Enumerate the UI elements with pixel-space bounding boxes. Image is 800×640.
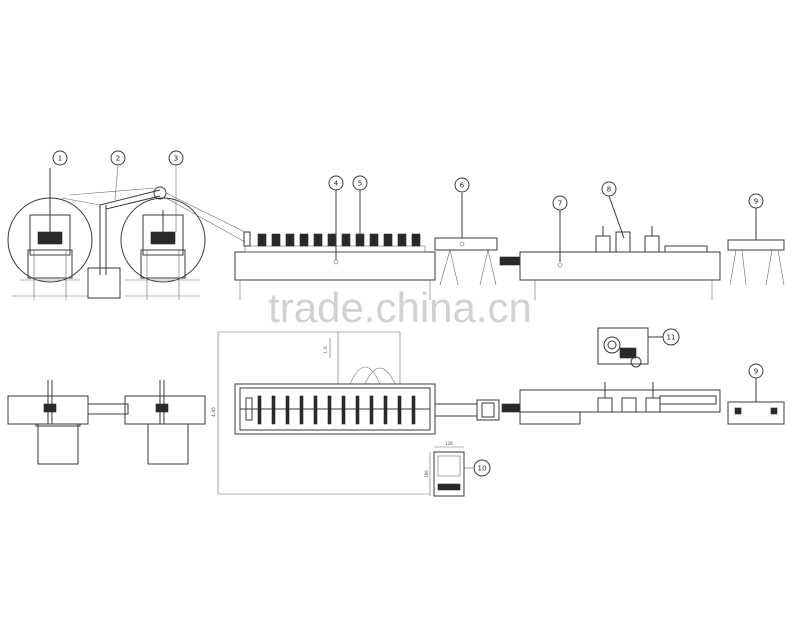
- watermark-text: trade.china.cn: [268, 284, 532, 331]
- forming-shafts: [257, 395, 416, 425]
- decoiler-left: [7, 168, 93, 300]
- callout-7: 7: [552, 195, 568, 211]
- svg-text:10: 10: [478, 465, 487, 473]
- callout-9-elevation: 9: [748, 193, 764, 209]
- decoilers-plan: [7, 380, 206, 465]
- svg-text:7: 7: [558, 200, 562, 208]
- box-width-label: 120: [445, 441, 453, 446]
- svg-text:3: 3: [174, 155, 178, 163]
- cutting-unit-plan: [434, 399, 521, 421]
- callout-4: 4: [328, 175, 344, 191]
- callout-6: 6: [454, 177, 470, 193]
- callout-8: 8: [601, 181, 617, 197]
- plan-width-label: 4.85: [211, 407, 216, 417]
- control-box: [429, 446, 473, 497]
- svg-text:8: 8: [607, 186, 611, 194]
- guide-frame: [61, 186, 246, 299]
- svg-text:9: 9: [754, 198, 758, 206]
- svg-text:9: 9: [754, 368, 758, 376]
- callouts: 1 2 3 4 5 6 7 8: [52, 150, 764, 477]
- callout-10: 10: [473, 459, 491, 477]
- elevation-view: [7, 168, 785, 300]
- dimension-frame: [217, 331, 430, 495]
- svg-text:4: 4: [334, 180, 339, 188]
- dimension-labels: 4.85 1.6 120 160: [211, 346, 453, 478]
- svg-text:2: 2: [116, 155, 120, 163]
- output-table-elevation: [727, 208, 785, 286]
- cutting-stand: [434, 193, 498, 286]
- callout-9-plan: 9: [748, 363, 764, 379]
- svg-text:1: 1: [58, 155, 62, 163]
- callout-11: 11: [662, 328, 680, 346]
- svg-text:6: 6: [460, 182, 465, 190]
- box-height-label: 160: [424, 470, 429, 478]
- forming-stations: [257, 233, 421, 247]
- callout-3: 3: [168, 150, 184, 232]
- callout-5: 5: [352, 175, 368, 191]
- output-table-plan: [727, 378, 785, 425]
- plan-view: [7, 327, 785, 497]
- roll-forming-plan: [234, 366, 436, 435]
- callout-2: 2: [110, 150, 126, 201]
- cutting-table-plan: [519, 382, 721, 425]
- cutting-table: [499, 195, 721, 300]
- svg-text:5: 5: [358, 180, 362, 188]
- plan-depth-label: 1.6: [323, 346, 328, 354]
- roll-forming-machine: [234, 190, 436, 300]
- svg-text:11: 11: [667, 334, 676, 342]
- decoiler-right: [120, 197, 206, 300]
- hydraulic-station: [597, 327, 663, 368]
- callout-1: 1: [52, 150, 68, 166]
